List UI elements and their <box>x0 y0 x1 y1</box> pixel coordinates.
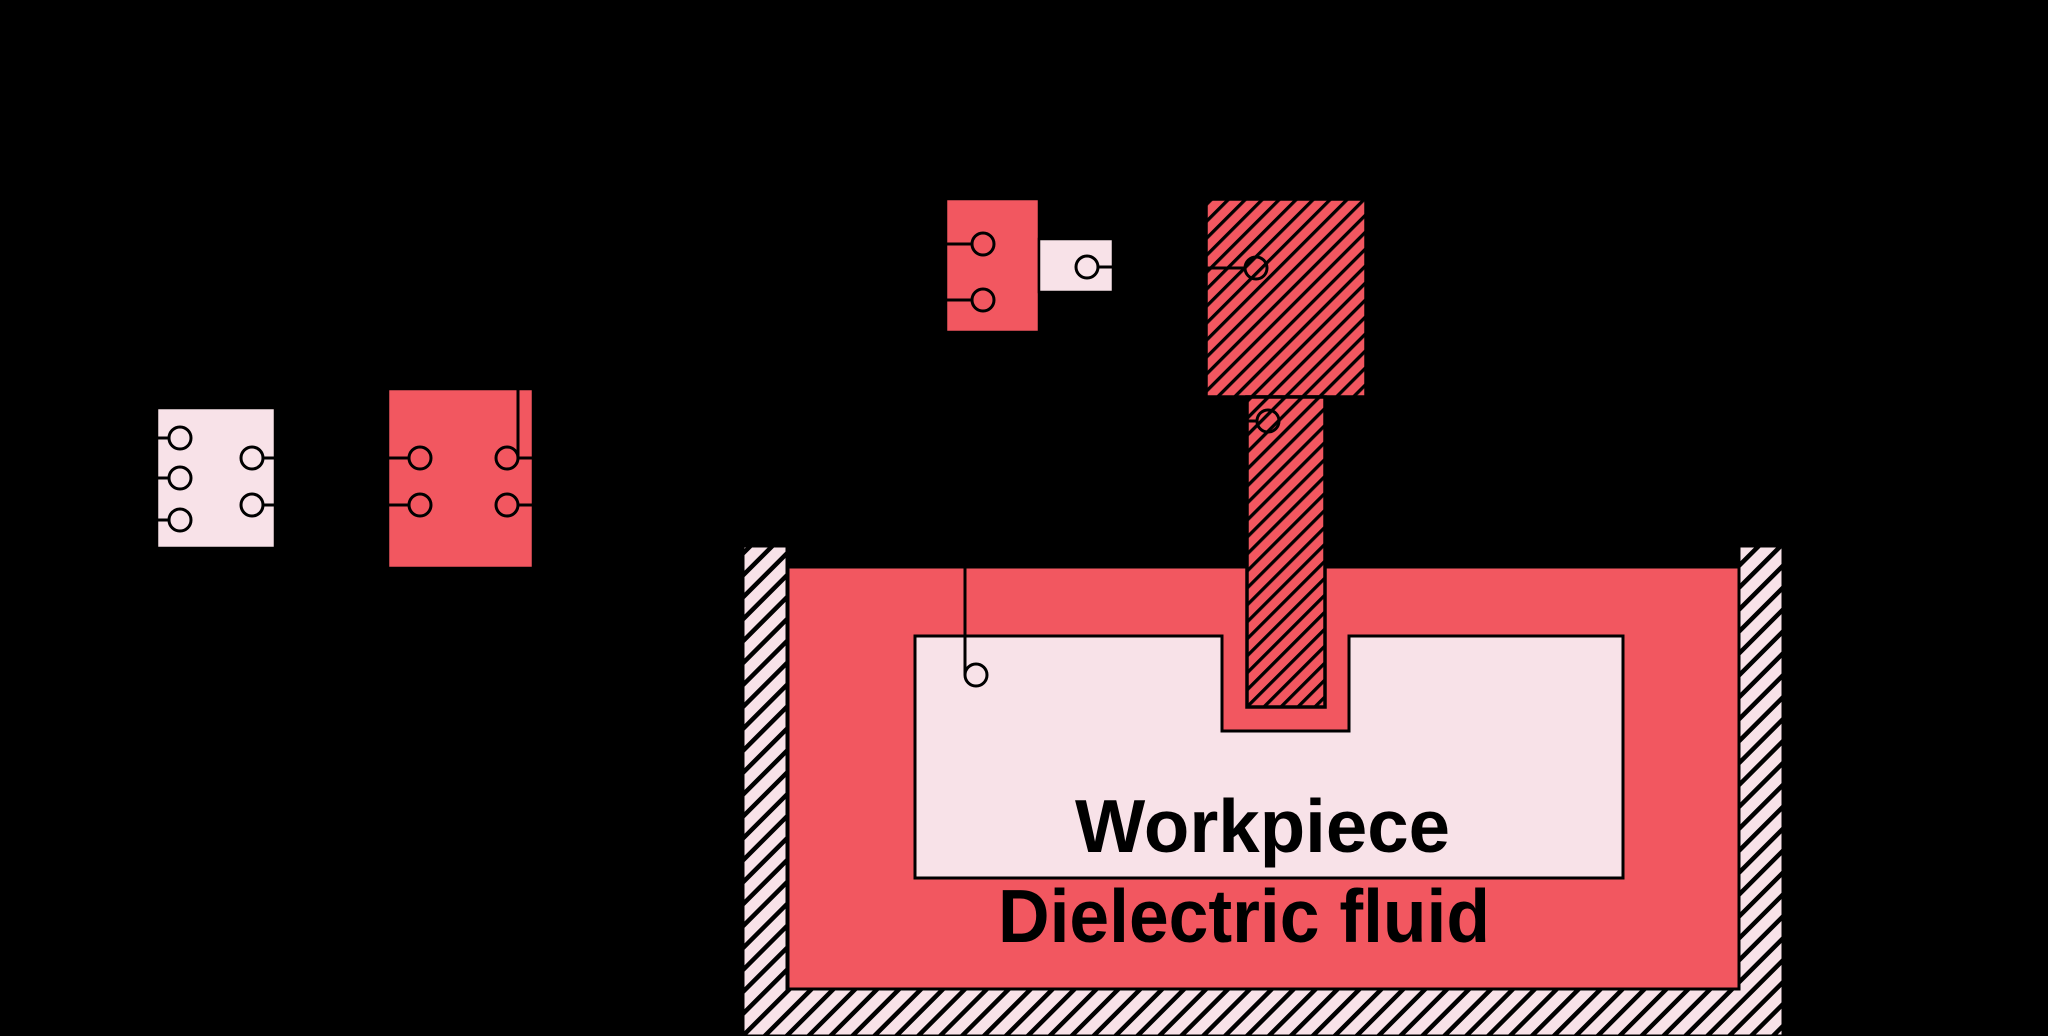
terminal-circle <box>167 507 193 533</box>
box-red-top <box>944 197 1041 334</box>
terminal-circle <box>167 425 193 451</box>
workpiece-terminal-circle <box>963 662 989 688</box>
component-box-red-top <box>940 197 1041 334</box>
terminal-circle <box>1074 254 1100 280</box>
terminal-circle <box>970 287 996 313</box>
terminal-circle <box>407 492 433 518</box>
terminal-circle <box>1255 408 1281 434</box>
terminal-circle <box>239 445 265 471</box>
terminal-circle <box>167 465 193 491</box>
workpiece <box>913 634 1625 880</box>
terminal-circle <box>239 492 265 518</box>
terminal-circle <box>1243 255 1269 281</box>
dielectric-fluid-label: Dielectric fluid <box>998 874 1490 958</box>
component-box-pale-top <box>1037 237 1116 294</box>
terminal-circle <box>407 445 433 471</box>
box-red-left <box>386 387 535 570</box>
terminal-circle <box>494 445 520 471</box>
electrode <box>1245 395 1327 709</box>
terminal-circle <box>970 231 996 257</box>
component-box-pale-left <box>150 406 277 550</box>
component-box-red-left <box>381 385 536 570</box>
electrode-holder <box>1204 197 1368 399</box>
terminal-circle <box>494 492 520 518</box>
workpiece-label: Workpiece <box>1075 784 1450 868</box>
box-pale-left <box>155 406 277 550</box>
